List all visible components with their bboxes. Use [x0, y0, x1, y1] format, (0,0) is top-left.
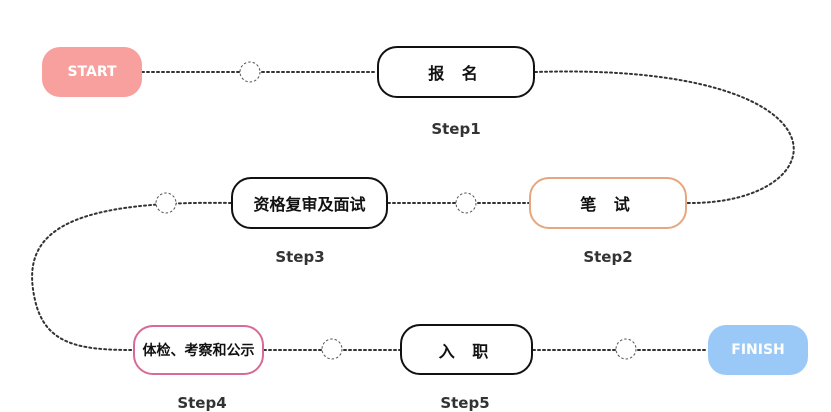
- step1-label: Step1: [431, 120, 481, 138]
- finish-node: FINISH: [708, 325, 808, 375]
- connector-step3-step4: [31, 201, 232, 351]
- start-label: START: [67, 64, 117, 80]
- connector-step1-step2: [534, 70, 795, 205]
- step2-label: Step2: [583, 248, 633, 266]
- step1-node: 报 名: [377, 46, 535, 98]
- step3-name: 资格复审及面试: [253, 195, 366, 214]
- waypoint-circle: [615, 338, 637, 360]
- step4-label: Step4: [177, 394, 227, 412]
- step2-node: 笔 试: [529, 177, 687, 229]
- step5-name: 入 职: [438, 341, 495, 361]
- waypoint-circle: [321, 338, 343, 360]
- start-node: START: [42, 47, 142, 97]
- step3-node: 资格复审及面试: [231, 177, 388, 229]
- waypoint-circle: [239, 61, 261, 83]
- step3-label: Step3: [275, 248, 325, 266]
- waypoint-circle: [155, 192, 177, 214]
- step2-name: 笔 试: [580, 195, 636, 214]
- step5-node: 入 职: [400, 324, 533, 375]
- waypoint-circle: [455, 192, 477, 214]
- step4-name: 体检、考察和公示: [142, 343, 255, 359]
- step1-name: 报 名: [428, 64, 484, 83]
- step5-label: Step5: [440, 394, 490, 412]
- finish-label: FINISH: [731, 342, 785, 358]
- step4-node: 体检、考察和公示: [133, 325, 264, 375]
